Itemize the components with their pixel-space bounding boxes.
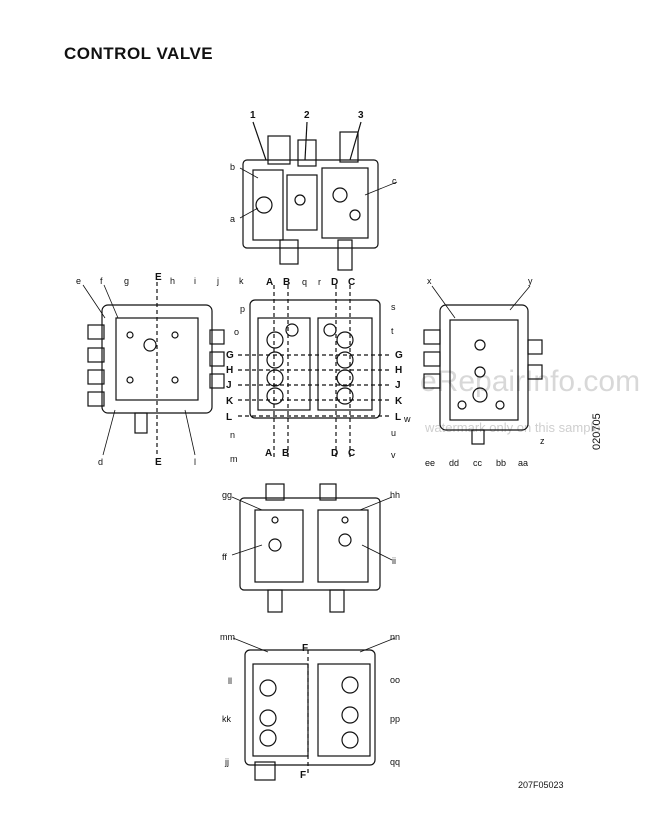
figure-code: 207F05023 (518, 780, 564, 790)
label-v: v (391, 450, 396, 460)
label-e: e (76, 276, 81, 286)
section-e-bottom: E (155, 457, 162, 468)
label-bb: bb (496, 458, 506, 468)
section-a-top: A (266, 277, 273, 288)
label-x: x (427, 276, 432, 286)
view-bottom (244, 649, 376, 781)
label-k: k (239, 276, 244, 286)
label-f: f (100, 276, 103, 286)
label-qq: qq (390, 757, 400, 767)
view-middle-lower (239, 483, 381, 613)
section-d-top: D (331, 277, 338, 288)
section-j-right: J (395, 380, 401, 391)
label-ff: ff (222, 552, 227, 562)
label-dd: dd (449, 458, 459, 468)
view-left (87, 282, 225, 455)
label-m: m (230, 454, 238, 464)
section-c-bottom: C (348, 448, 355, 459)
label-b: b (230, 162, 235, 172)
label-aa: aa (518, 458, 528, 468)
section-d-bottom: D (331, 448, 338, 459)
section-a-bottom: A (265, 448, 272, 459)
section-f-bottom: F (300, 770, 306, 781)
label-p: p (240, 304, 245, 314)
label-z: z (540, 436, 545, 446)
watermark-subtext: watermark only on this sample (425, 420, 601, 435)
label-hh: hh (390, 490, 400, 500)
section-k-left: K (226, 396, 234, 407)
labels-right: x y z ee dd cc bb aa (425, 276, 545, 468)
section-h-right: H (395, 365, 402, 376)
label-i: i (194, 276, 196, 286)
label-u: u (391, 428, 396, 438)
view-right (423, 304, 543, 445)
section-g-right: G (395, 350, 403, 361)
section-e-top: E (155, 272, 162, 283)
label-a: a (230, 214, 235, 224)
label-s: s (391, 302, 396, 312)
label-ee: ee (425, 458, 435, 468)
label-mm: mm (220, 632, 235, 642)
view-center (238, 285, 392, 458)
label-d: d (98, 457, 103, 467)
page-title: CONTROL VALVE (64, 44, 214, 63)
section-f-top: F (302, 643, 308, 654)
label-l: l (194, 457, 196, 467)
leader-lines (82, 167, 531, 653)
label-3: 3 (358, 110, 364, 121)
label-kk: kk (222, 714, 232, 724)
section-l-left: L (226, 412, 232, 423)
section-c-top: C (348, 277, 355, 288)
section-b-bottom: B (282, 448, 289, 459)
label-j: j (216, 276, 219, 286)
label-n: n (230, 430, 235, 440)
label-y: y (528, 276, 533, 286)
section-h-left: H (226, 365, 233, 376)
label-t: t (391, 326, 394, 336)
label-jj: jj (224, 757, 229, 767)
label-o: o (234, 327, 239, 337)
watermark: eRepairInfo.com (420, 365, 641, 398)
label-ii: ii (392, 556, 396, 566)
label-g: g (124, 276, 129, 286)
labels-center: A B q r D C p s o t G G H H J J K K L L … (226, 277, 411, 464)
label-c: c (392, 176, 397, 186)
label-gg: gg (222, 490, 232, 500)
labels-top: 1 2 3 a b c (230, 110, 397, 224)
view-top (242, 121, 379, 271)
label-ll: ll (228, 676, 232, 686)
label-h: h (170, 276, 175, 286)
labels-left: e f g h i j k d l E E (76, 272, 244, 468)
label-w: w (403, 414, 411, 424)
section-b-top: B (283, 277, 290, 288)
section-k-right: K (395, 396, 403, 407)
section-g-left: G (226, 350, 234, 361)
labels-bottom: mm nn F ll oo kk pp jj qq F (220, 632, 400, 781)
label-2: 2 (304, 110, 310, 121)
label-pp: pp (390, 714, 400, 724)
label-1: 1 (250, 110, 256, 121)
label-r: r (318, 277, 321, 287)
labels-middle-lower: gg hh ff ii (222, 490, 400, 566)
label-oo: oo (390, 675, 400, 685)
label-cc: cc (473, 458, 483, 468)
section-l-right: L (395, 412, 401, 423)
section-j-left: J (226, 380, 232, 391)
label-nn: nn (390, 632, 400, 642)
label-q: q (302, 277, 307, 287)
